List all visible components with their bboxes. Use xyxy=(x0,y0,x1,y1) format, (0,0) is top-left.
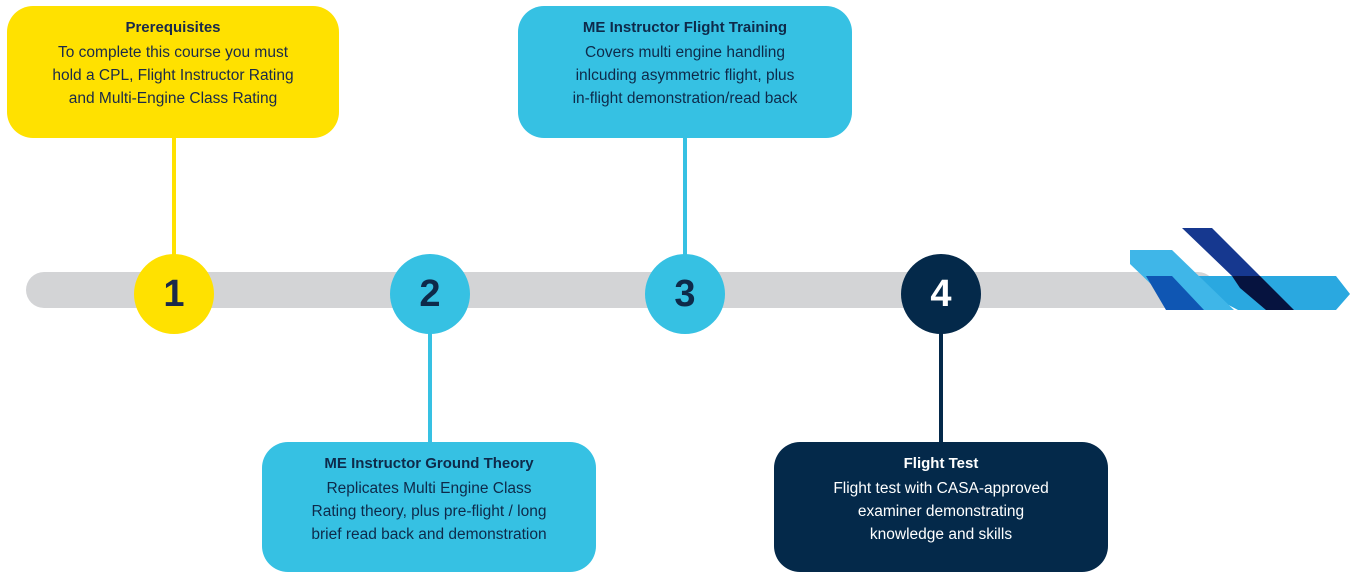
step-1-node: 1 xyxy=(134,254,214,334)
step-3-title: ME Instructor Flight Training xyxy=(582,19,788,36)
step-3-line: inlcuding asymmetric flight, plus xyxy=(575,67,795,84)
step-4-line: Flight test with CASA-approved xyxy=(833,480,1049,497)
step-3-description: Covers multi engine handling inlcuding a… xyxy=(518,41,852,110)
step-3-line: Covers multi engine handling xyxy=(585,44,785,61)
step-2-title: ME Instructor Ground Theory xyxy=(324,455,534,472)
step-2-line: Replicates Multi Engine Class xyxy=(326,480,532,497)
chevron-logo-icon xyxy=(1130,228,1350,310)
step-1-line: hold a CPL, Flight Instructor Rating xyxy=(52,67,294,84)
step-2-line: Rating theory, plus pre-flight / long xyxy=(311,503,547,520)
step-2-node: 2 xyxy=(390,254,470,334)
step-4-line: knowledge and skills xyxy=(869,526,1013,543)
step-4-number: 4 xyxy=(930,272,952,315)
step-4-description: Flight test with CASA-approved examiner … xyxy=(774,477,1108,546)
step-1-card: Prerequisites To complete this course yo… xyxy=(7,6,339,138)
step-1-line: To complete this course you must xyxy=(57,44,289,61)
step-2-card: ME Instructor Ground Theory Replicates M… xyxy=(262,442,596,572)
connector-step-2 xyxy=(428,320,432,446)
step-3-number: 3 xyxy=(674,272,696,315)
step-1-number: 1 xyxy=(163,272,185,315)
connector-step-3 xyxy=(683,136,687,276)
step-3-card: ME Instructor Flight Training Covers mul… xyxy=(518,6,852,138)
step-4-line: examiner demonstrating xyxy=(857,503,1025,520)
timeline-track xyxy=(26,272,1216,308)
step-2-description: Replicates Multi Engine Class Rating the… xyxy=(262,477,596,546)
step-3-line: in-flight demonstration/read back xyxy=(572,90,798,107)
step-2-number: 2 xyxy=(419,272,441,315)
step-4-node: 4 xyxy=(901,254,981,334)
step-4-title: Flight Test xyxy=(903,455,979,472)
step-3-node: 3 xyxy=(645,254,725,334)
step-2-line: brief read back and demonstration xyxy=(311,526,547,543)
step-1-title: Prerequisites xyxy=(125,19,221,36)
step-4-card: Flight Test Flight test with CASA-approv… xyxy=(774,442,1108,572)
connector-step-4 xyxy=(939,320,943,446)
connector-step-1 xyxy=(172,136,176,276)
step-1-line: and Multi-Engine Class Rating xyxy=(68,90,278,107)
step-1-description: To complete this course you must hold a … xyxy=(7,41,339,110)
